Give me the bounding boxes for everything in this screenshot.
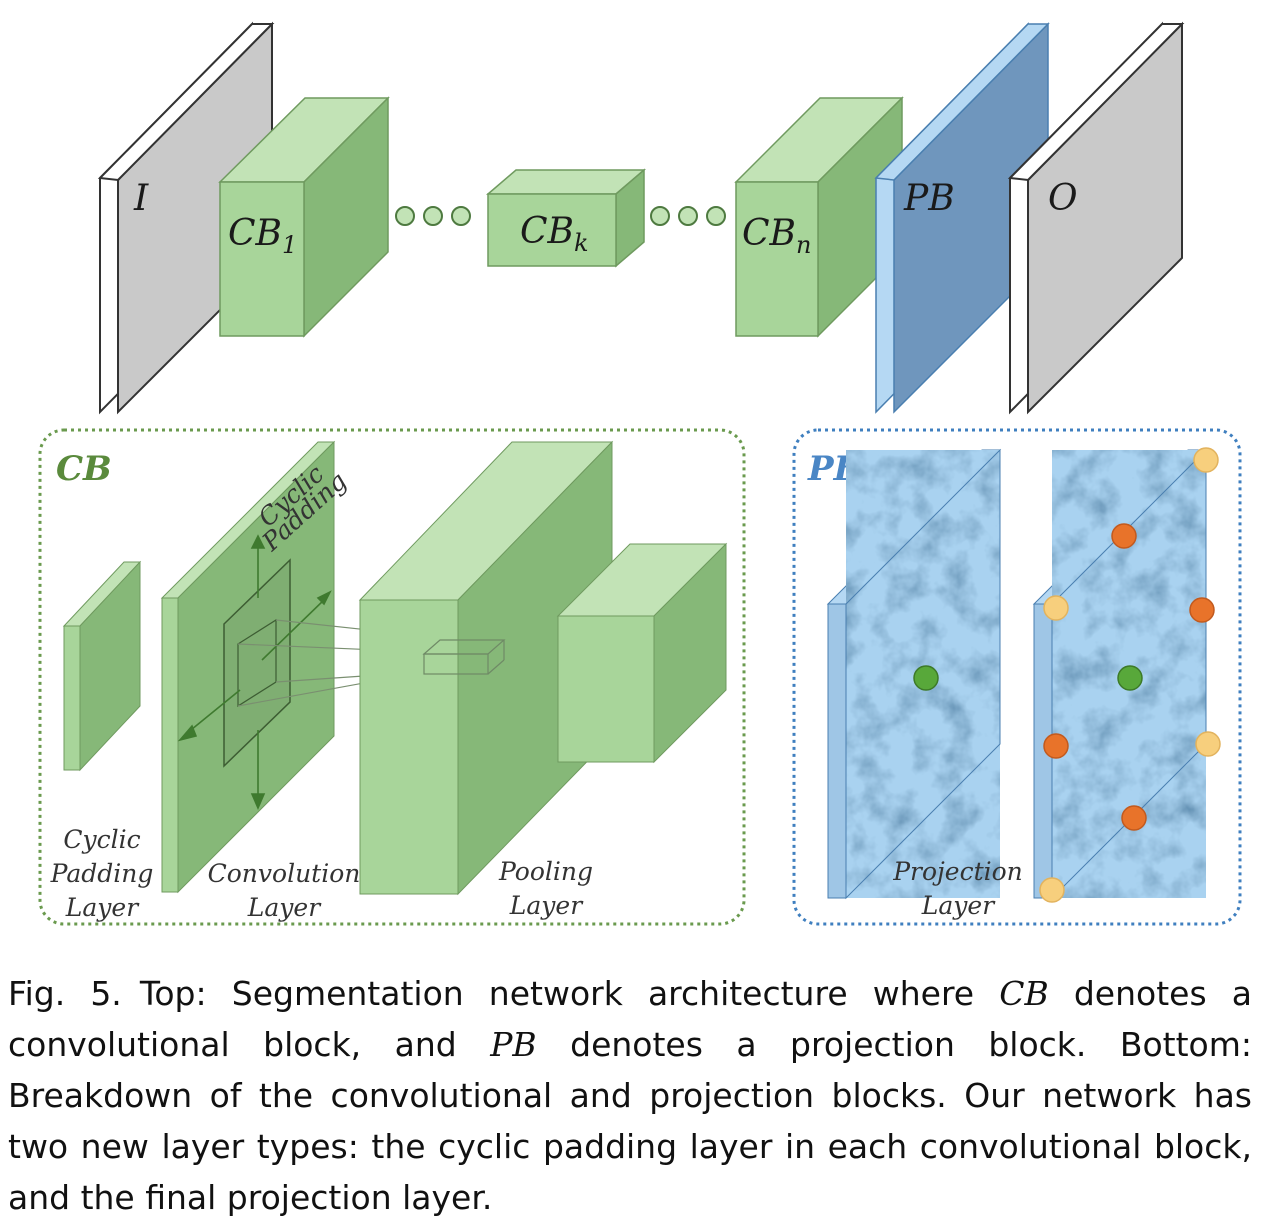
pb-plane: PB	[874, 22, 1050, 414]
cbk-label: CBk	[520, 211, 589, 257]
cyclic-padding-layer	[62, 560, 142, 772]
cb-panel-title: CB	[56, 449, 112, 489]
projected-point	[1121, 805, 1147, 831]
cyclic-padding-layer-label-line2: Padding	[50, 859, 154, 888]
pb-panel-title: PB	[807, 449, 862, 489]
caption-pb-symbol: PB	[490, 1025, 537, 1064]
projection-layer-label-line2: Layer	[921, 891, 996, 920]
caption-text-1: Top: Segmentation network architecture w…	[139, 974, 1000, 1013]
cbn-label: CBn	[742, 213, 811, 259]
center-point	[1117, 665, 1143, 691]
conv-output-block	[358, 440, 614, 896]
output-label: O	[1048, 178, 1078, 219]
ellipsis-dots-left	[395, 206, 471, 226]
cbn-block: CBn	[734, 96, 904, 338]
projected-point	[1189, 597, 1215, 623]
center-point	[913, 665, 939, 691]
projection-plane-output	[1032, 447, 1221, 903]
convolution-layer-label-line1: Convolution	[208, 859, 361, 888]
cb1-block: CB1	[218, 96, 390, 338]
pb-label: PB	[903, 178, 955, 219]
architecture-diagram: I CB1 CBk CBn PB	[38, 21, 1242, 926]
caption-text-3: denotes a projection block. Bottom: Brea…	[8, 1025, 1252, 1217]
convolution-layer-label-line2: Layer	[247, 893, 322, 922]
projection-plane-input	[826, 448, 1002, 900]
corner-point	[1195, 731, 1221, 757]
projection-layer-label-line1: Projection	[892, 857, 1023, 886]
cyclic-padding-layer-label-line1: Cyclic	[63, 825, 140, 854]
pooling-block	[556, 542, 728, 764]
pooling-layer-label-line1: Pooling	[498, 857, 593, 886]
input-plane: I	[97, 21, 275, 415]
corner-point	[1043, 595, 1069, 621]
convolution-layer: Cyclic Padding	[160, 440, 481, 894]
figure-number: Fig. 5.	[8, 974, 122, 1013]
projected-point	[1043, 733, 1069, 759]
cyclic-padding-layer-label-line3: Layer	[65, 893, 140, 922]
pooling-layer-label-line2: Layer	[509, 891, 584, 920]
projected-point	[1111, 523, 1137, 549]
cbk-block: CBk	[485, 168, 647, 268]
corner-point	[1193, 447, 1219, 473]
caption-text-2: denotes a convolutional block, and	[8, 974, 1252, 1064]
corner-point	[1039, 877, 1065, 903]
output-plane: O	[1007, 21, 1185, 415]
caption-cb-symbol: CB	[999, 974, 1049, 1013]
cb1-label: CB1	[228, 213, 297, 259]
pb-panel: PB	[792, 428, 1242, 926]
ellipsis-dots-right	[650, 206, 726, 226]
figure-caption: Fig. 5. Top: Segmentation network archite…	[8, 968, 1252, 1223]
cb-panel: CB	[38, 428, 746, 926]
input-label: I	[133, 178, 149, 219]
